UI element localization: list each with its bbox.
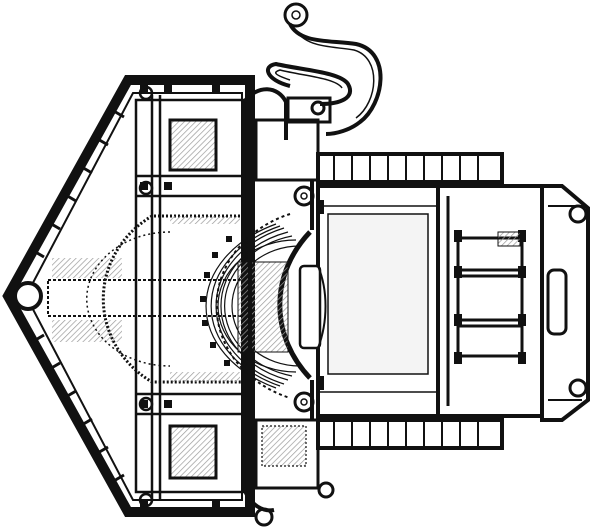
dressing-room-2 bbox=[456, 274, 524, 322]
south-service-wing bbox=[316, 418, 504, 450]
semicircular-hall-inner bbox=[86, 231, 171, 367]
spiral-stair-icon bbox=[254, 507, 274, 527]
stage-floor bbox=[327, 213, 429, 375]
east-pavilion-niche bbox=[546, 268, 568, 336]
semicircular-hall bbox=[101, 214, 244, 384]
north-service-wing bbox=[316, 152, 504, 184]
pentagon-outer-wall bbox=[2, 75, 255, 517]
box-tier-piers bbox=[200, 236, 232, 366]
foyer-curve-north bbox=[242, 87, 288, 140]
corner-rotunda-mid-north bbox=[138, 180, 154, 196]
connecting-link bbox=[242, 87, 332, 513]
spiral-stair-icon bbox=[293, 391, 315, 413]
lobby-hatched-south bbox=[261, 425, 307, 467]
backstage-piers bbox=[454, 230, 526, 364]
backstage-block bbox=[436, 184, 544, 418]
courtyard-north bbox=[168, 118, 218, 172]
stage-pier-sw bbox=[316, 376, 324, 390]
hall-hatched-east-lower bbox=[170, 372, 240, 382]
apex-rotunda bbox=[13, 281, 43, 311]
spiral-ramp bbox=[266, 2, 383, 136]
north-wing-windows bbox=[333, 156, 479, 180]
theatre-block bbox=[200, 152, 590, 450]
spiral-stair-icon bbox=[293, 185, 315, 207]
south-wing-windows bbox=[333, 422, 479, 446]
stair-east-north bbox=[497, 231, 521, 247]
spiral-stairs bbox=[254, 100, 588, 527]
corner-rotunda-mid-south bbox=[138, 396, 154, 412]
auditorium-outer-ring bbox=[215, 213, 291, 399]
corner-rotunda-north bbox=[138, 85, 154, 101]
pentagon-wing bbox=[2, 75, 255, 517]
orchestra-front bbox=[298, 264, 322, 350]
ramp-head-icon bbox=[283, 2, 309, 28]
hall-hatched-east bbox=[170, 216, 240, 224]
corner-rotunda-south bbox=[138, 492, 154, 508]
foyer-curve-south bbox=[242, 487, 275, 513]
seating-block bbox=[237, 261, 289, 353]
diagonal-bays bbox=[31, 108, 125, 484]
spiral-stair-icon bbox=[568, 204, 588, 224]
pentagon-inner-wall bbox=[24, 92, 243, 501]
east-pavilion bbox=[540, 184, 590, 422]
hall-hatched-west bbox=[52, 320, 122, 342]
dressing-room-1 bbox=[456, 236, 524, 272]
foyer-south bbox=[254, 418, 320, 490]
stage-pier-nw bbox=[316, 200, 324, 214]
hall-hatched-west-upper bbox=[52, 258, 122, 278]
ramp-icon bbox=[288, 22, 383, 136]
cross-gallery bbox=[47, 279, 245, 317]
spiral-stair-icon bbox=[317, 481, 335, 499]
spiral-stair-icon bbox=[568, 378, 588, 398]
dressing-room-3 bbox=[456, 324, 524, 358]
proscenium-arc bbox=[317, 265, 327, 349]
vestibule-north bbox=[286, 96, 332, 124]
seating-rows bbox=[205, 223, 301, 389]
spiral-stair-icon bbox=[310, 100, 326, 116]
courtyard-south bbox=[168, 424, 218, 480]
ramp-loop bbox=[266, 61, 352, 106]
